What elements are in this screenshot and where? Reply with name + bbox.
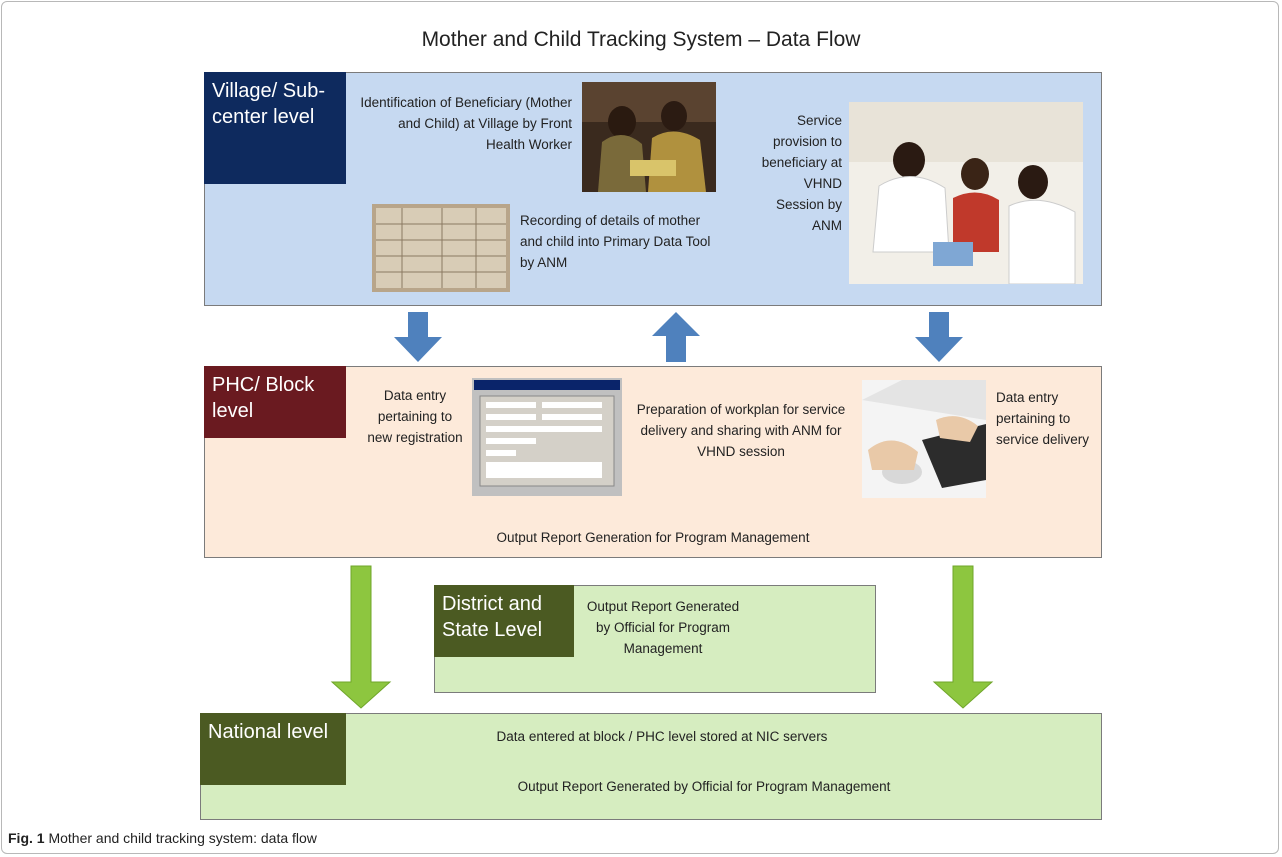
- identification-text: Identification of Beneficiary (Mother an…: [360, 95, 572, 152]
- national-output-text: Output Report Generated by Official for …: [517, 779, 891, 794]
- arrow-down-phc-to-national-left: [330, 565, 392, 709]
- service-entry-text: Data entry pertaining to service deliver…: [996, 390, 1090, 447]
- register-photo: [372, 204, 510, 292]
- service-text: Service provision to beneficiary at VHND…: [761, 113, 842, 233]
- service-photo: [849, 102, 1083, 284]
- village-level-label: Village/ Sub-center level: [204, 72, 346, 184]
- figure-caption: Fig. 1 Mother and child tracking system:…: [8, 830, 317, 846]
- phc-level-label: PHC/ Block level: [204, 366, 346, 438]
- phc-output-text: Output Report Generation for Program Man…: [496, 530, 810, 545]
- recording-text: Recording of details of mother and child…: [520, 213, 711, 270]
- national-level-box: [200, 713, 1102, 820]
- workplan-text: Preparation of workplan for service deli…: [636, 402, 846, 459]
- district-output-text: Output Report Generated by Official for …: [586, 599, 740, 656]
- software-screenshot-photo: [472, 378, 622, 496]
- arrow-down-village-to-phc-right: [915, 312, 963, 362]
- district-level-label: District and State Level: [434, 585, 574, 657]
- keyboard-photo: [862, 380, 986, 498]
- national-stored-text: Data entered at block / PHC level stored…: [496, 729, 828, 744]
- figure-caption-text: Mother and child tracking system: data f…: [48, 830, 317, 846]
- registration-entry-text: Data entry pertaining to new registratio…: [367, 388, 463, 445]
- arrow-up-phc-to-village: [652, 312, 700, 362]
- identification-photo: [582, 82, 716, 192]
- arrow-down-phc-to-national-right: [932, 565, 994, 709]
- arrow-down-village-to-phc-left: [394, 312, 442, 362]
- national-level-label: National level: [200, 713, 346, 785]
- diagram-title: Mother and Child Tracking System – Data …: [421, 28, 861, 51]
- figure-caption-label: Fig. 1: [8, 830, 45, 846]
